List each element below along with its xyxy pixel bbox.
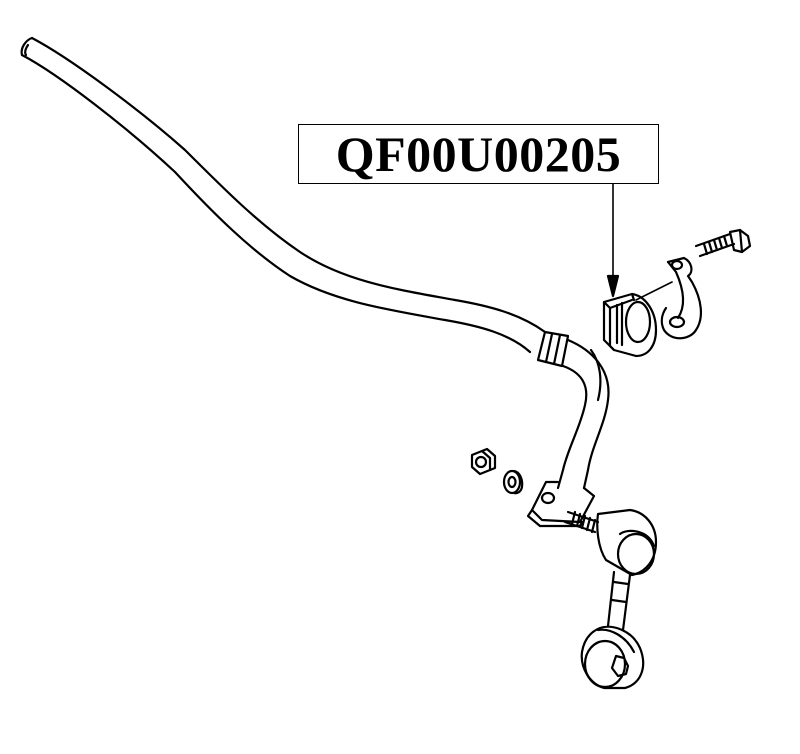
bar-bushing: [602, 292, 658, 358]
callout-arrow: [606, 183, 620, 298]
stabilizer-bar: [20, 36, 610, 528]
part-number-label: QF00U00205: [298, 124, 659, 184]
bracket-bolt: [694, 228, 752, 258]
bushing-bracket: [660, 256, 702, 340]
assembly-centerline: [635, 281, 673, 301]
link-nut: [470, 447, 497, 476]
stabilizer-link: [563, 508, 658, 690]
link-washer: [502, 469, 524, 495]
